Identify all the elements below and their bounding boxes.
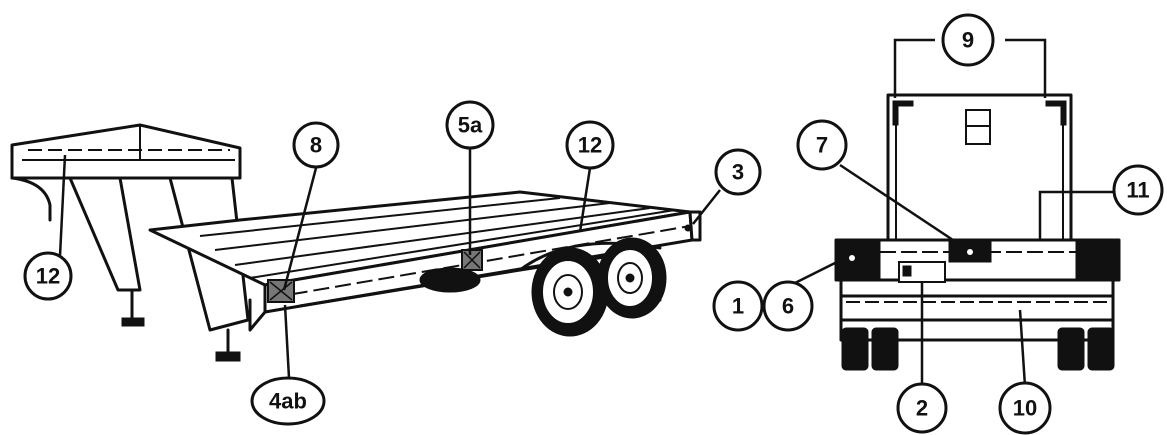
callout-label: 12 [578, 133, 602, 158]
corner-marker-left [892, 100, 914, 126]
rear-tire-4 [1087, 327, 1115, 371]
rear-tire-1 [841, 327, 869, 371]
callout-label: 8 [310, 133, 322, 158]
gooseneck-nose [10, 176, 52, 222]
corner-marker-right [1045, 100, 1067, 126]
callout-label: 1 [732, 294, 744, 319]
callout-label: 9 [962, 28, 974, 53]
rear-lamp-left [837, 241, 881, 279]
callout-1: 1 [712, 280, 764, 332]
deck-surface [148, 190, 692, 287]
gooseneck-beam [10, 123, 242, 180]
callout-label: 10 [1013, 396, 1037, 421]
callout-label: 3 [732, 160, 744, 185]
callout-label: 7 [816, 133, 828, 158]
wheel-front [531, 247, 609, 337]
callout-8: 8 [292, 121, 340, 169]
rear-view-trailer [834, 93, 1121, 371]
callout-label: 4ab [269, 389, 307, 414]
callout-2: 2 [896, 382, 948, 434]
callout-6: 6 [762, 280, 814, 332]
callout-4ab: 4ab [250, 376, 326, 426]
callout-label: 12 [36, 264, 60, 289]
side-view-trailer [10, 123, 702, 362]
callout-12-left: 12 [23, 251, 73, 301]
callout-5a: 5a [445, 100, 495, 150]
rear-bumper [839, 294, 1115, 322]
callout-label: 5a [458, 113, 483, 138]
rear-lamp-right [1075, 241, 1119, 279]
callout-label: 2 [916, 396, 928, 421]
callout-12-right: 12 [565, 120, 615, 170]
callout-10: 10 [998, 381, 1052, 435]
callout-label: 11 [1126, 178, 1149, 203]
rear-tire-3 [1057, 327, 1085, 371]
callout-7: 7 [796, 119, 848, 171]
callout-11: 11 [1112, 164, 1164, 216]
callout-3: 3 [714, 148, 762, 196]
leader-lines [58, 38, 1118, 387]
callout-9: 9 [941, 13, 995, 67]
rear-tire-2 [871, 327, 899, 371]
jack-foot-left [121, 317, 145, 327]
axle-shadow [419, 267, 481, 293]
wheel-rear [597, 237, 667, 319]
gooseneck-leg-front [68, 176, 142, 292]
jack-foot-right [215, 351, 241, 362]
callout-label: 6 [782, 294, 794, 319]
